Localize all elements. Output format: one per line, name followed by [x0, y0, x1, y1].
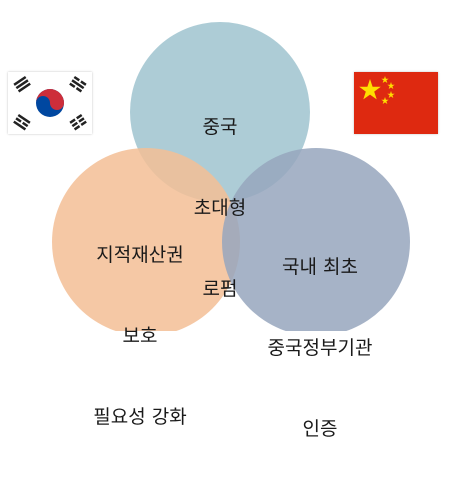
south-korea-flag-icon	[8, 72, 92, 134]
venn-label-left-line-2: 보호	[122, 325, 158, 347]
circle-left	[52, 148, 240, 331]
venn-label-top-line-3: 로펌	[202, 278, 238, 300]
venn-diagram	[52, 22, 410, 331]
venn-label-top: 중국 초대형 로펌	[160, 60, 280, 357]
circle-right	[222, 148, 410, 331]
venn-diagram-stage: 중국 초대형 로펌 지적재산권 보호 필요성 강화 국내 최초 중국정부기관 인…	[8, 22, 438, 440]
venn-label-top-line-2: 초대형	[193, 197, 247, 219]
venn-label-left-line-1: 지적재산권	[96, 244, 184, 266]
venn-label-right-line-2: 중국정부기관	[267, 337, 373, 359]
venn-label-right-line-1: 국내 최초	[282, 256, 358, 278]
venn-label-left-line-3: 필요성 강화	[93, 406, 187, 428]
china-flag-icon	[354, 72, 438, 134]
venn-label-left: 지적재산권 보호 필요성 강화	[60, 188, 220, 485]
venn-label-right-line-3: 인증	[302, 418, 338, 440]
venn-label-right: 국내 최초 중국정부기관 인증	[240, 200, 400, 497]
venn-label-top-line-1: 중국	[202, 116, 238, 138]
